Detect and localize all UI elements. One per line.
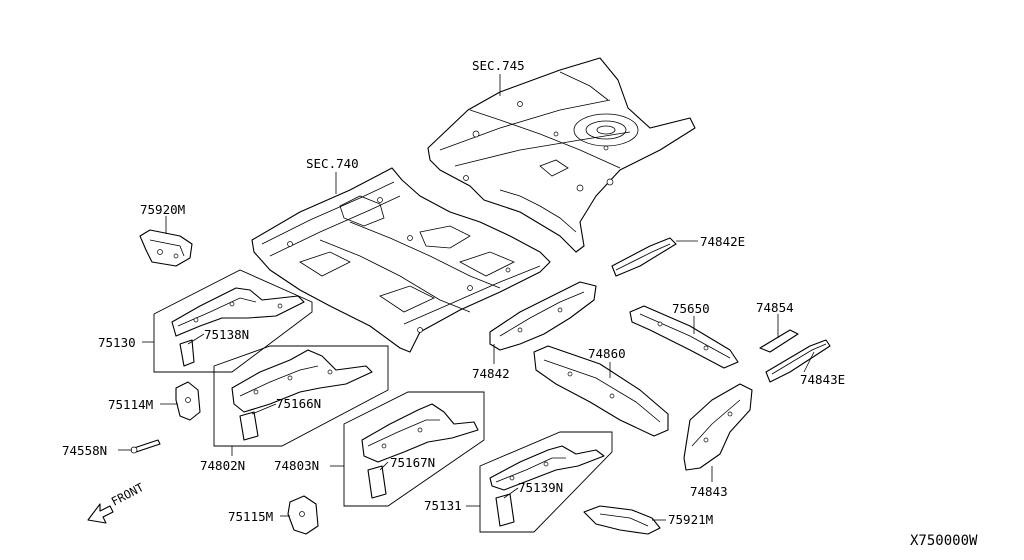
part-75138N-bracket[interactable] [179, 339, 195, 367]
part-75650-crossmember[interactable] [629, 305, 739, 369]
callout-74842: 74842 [472, 366, 510, 381]
callout-74558N: 74558N [62, 443, 107, 458]
part-74803N-member[interactable] [361, 403, 479, 463]
group-box-75130 [153, 269, 313, 373]
part-75130-member[interactable] [171, 287, 305, 337]
part-75166N-bracket[interactable] [239, 411, 259, 441]
callout-74843E: 74843E [800, 372, 845, 387]
callout-75921M: 75921M [668, 512, 713, 527]
callout-labels: SEC.745 SEC.740 75920M 75130 75138N 7511… [62, 58, 845, 527]
callout-74843: 74843 [690, 484, 728, 499]
part-75139N-bracket[interactable] [495, 493, 515, 527]
callout-74860: 74860 [588, 346, 626, 361]
callout-75138N: 75138N [204, 327, 249, 342]
part-75131-member[interactable] [489, 445, 605, 491]
part-74842-member[interactable] [489, 281, 597, 351]
callout-75166N: 75166N [276, 396, 321, 411]
group-box-75131 [479, 431, 613, 533]
callout-74854: 74854 [756, 300, 794, 315]
front-floor-panel[interactable] [251, 167, 551, 353]
diagram-code: X750000W [910, 533, 978, 549]
part-74842E-member[interactable] [611, 237, 677, 277]
group-box-74803N [343, 391, 485, 507]
part-74802N-member[interactable] [231, 349, 373, 413]
part-74558N-bolt[interactable] [130, 439, 161, 454]
leader-lines [118, 74, 815, 521]
part-74843-member[interactable] [683, 383, 753, 471]
callout-75920M: 75920M [140, 202, 185, 217]
callout-75115M: 75115M [228, 509, 273, 524]
part-75114M-bracket[interactable] [175, 381, 201, 421]
part-75115M-bracket[interactable] [287, 495, 319, 535]
front-arrow-icon [87, 503, 114, 524]
callout-75650: 75650 [672, 301, 710, 316]
part-75921M-bracket[interactable] [583, 505, 661, 535]
part-74860-crossmember[interactable] [533, 345, 669, 437]
front-label: FRONT [109, 480, 146, 509]
rear-floor-panel[interactable] [427, 57, 696, 253]
callout-75139N: 75139N [518, 480, 563, 495]
part-75167N-bracket[interactable] [367, 465, 387, 499]
callout-75114M: 75114M [108, 397, 153, 412]
part-75920M-bracket[interactable] [139, 229, 193, 267]
front-direction-indicator: FRONT [87, 480, 146, 524]
part-74843E-member[interactable] [765, 339, 831, 383]
callout-75131: 75131 [424, 498, 462, 513]
callout-75167N: 75167N [390, 455, 435, 470]
callout-sec740: SEC.740 [306, 156, 359, 171]
part-74854-bracket[interactable] [759, 329, 799, 353]
callout-sec745: SEC.745 [472, 58, 525, 73]
callout-74802N: 74802N [200, 458, 245, 473]
group-box-74802N [213, 345, 389, 447]
callout-74842E: 74842E [700, 234, 745, 249]
callout-74803N: 74803N [274, 458, 319, 473]
callout-75130: 75130 [98, 335, 136, 350]
